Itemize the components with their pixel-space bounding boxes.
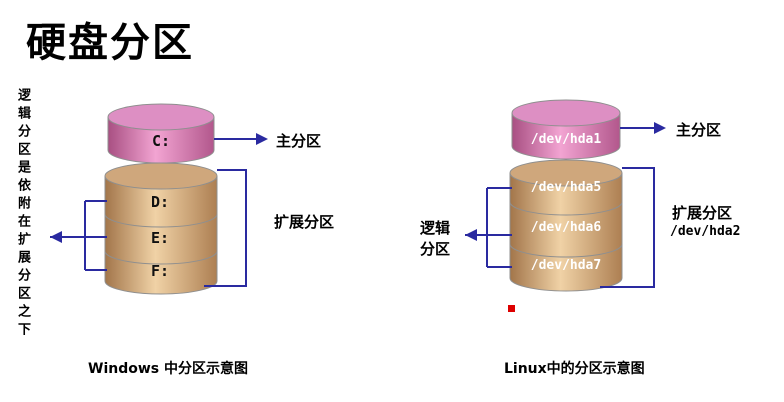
linux-logical-partition-label: /dev/hda6 xyxy=(530,220,602,235)
windows-extended-annotation: 扩展分区 xyxy=(274,213,335,231)
linux-extended-bracket xyxy=(600,167,655,288)
linux-logical-annotation: 逻辑分区 xyxy=(420,219,451,258)
linux-primary-arrow xyxy=(620,122,666,134)
linux-extended-cylinder xyxy=(509,159,623,292)
windows-logical-partition-label: D: xyxy=(150,193,170,211)
windows-primary-partition-label: C: xyxy=(151,132,171,150)
linux-primary-cylinder xyxy=(511,99,621,160)
windows-primary-arrow xyxy=(214,133,268,145)
linux-primary-partition-label: /dev/hda1 xyxy=(530,132,602,147)
windows-caption: Windows 中分区示意图 xyxy=(88,361,248,377)
windows-primary-cylinder xyxy=(107,103,215,164)
red-marker xyxy=(508,305,515,312)
page-title: 硬盘分区 xyxy=(26,20,194,66)
linux-logical-partition-label: /dev/hda5 xyxy=(530,180,602,195)
windows-logical-partition-label: F: xyxy=(150,262,170,280)
linux-extended-annotation: 扩展分区 xyxy=(672,204,733,222)
linux-primary-annotation: 主分区 xyxy=(676,121,722,139)
windows-logical-arrow xyxy=(50,200,107,271)
side-note-vertical-text: 逻辑分区是依附在扩展分区之下 xyxy=(15,88,30,340)
windows-extended-bracket xyxy=(204,169,247,287)
linux-extended-device-label: /dev/hda2 xyxy=(670,224,741,239)
windows-primary-annotation: 主分区 xyxy=(276,132,322,150)
linux-caption: Linux中的分区示意图 xyxy=(504,361,645,377)
linux-logical-arrow xyxy=(465,187,512,268)
linux-logical-partition-label: /dev/hda7 xyxy=(530,258,602,273)
windows-extended-cylinder xyxy=(104,162,218,295)
windows-logical-partition-label: E: xyxy=(150,229,170,247)
